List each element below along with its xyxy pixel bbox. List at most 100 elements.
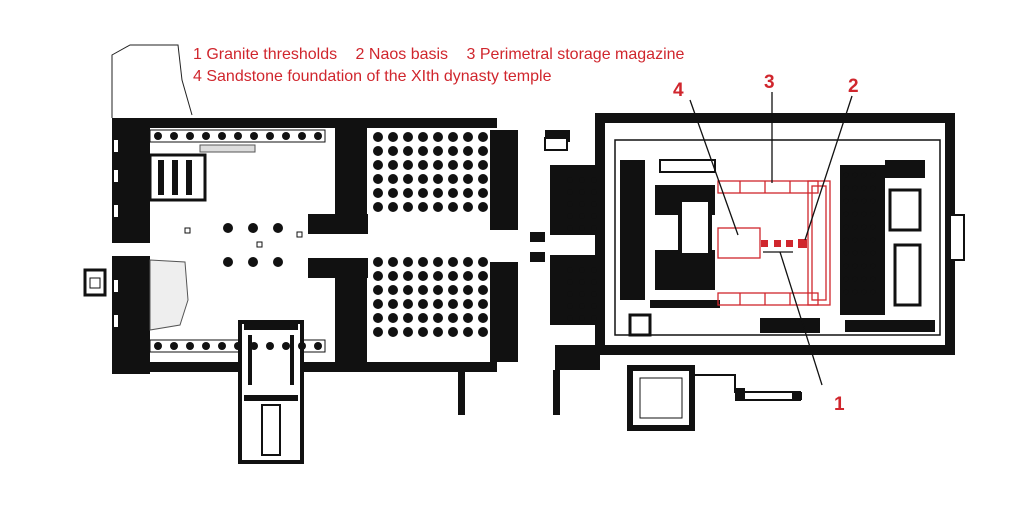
court-column bbox=[218, 132, 226, 140]
forecourt-pillar bbox=[567, 177, 573, 183]
hall-column bbox=[478, 160, 488, 170]
sanctuary-pillar bbox=[870, 185, 876, 191]
court-column bbox=[234, 342, 242, 350]
sanctuary-pillar bbox=[843, 263, 849, 269]
hall-column bbox=[448, 299, 458, 309]
sanctuary-pillar bbox=[861, 224, 867, 230]
hall-column bbox=[448, 257, 458, 267]
forecourt-pillar bbox=[591, 291, 597, 297]
hall-column bbox=[448, 327, 458, 337]
hall-column bbox=[478, 132, 488, 142]
hall-column bbox=[388, 285, 398, 295]
hall-column bbox=[433, 285, 443, 295]
callout-3: 3 bbox=[764, 72, 775, 93]
hall-column bbox=[433, 271, 443, 281]
hall-column bbox=[433, 257, 443, 267]
hall-column bbox=[388, 327, 398, 337]
hall-column bbox=[373, 313, 383, 323]
forecourt-pillar bbox=[579, 315, 585, 321]
sanctuary-pillar bbox=[870, 224, 876, 230]
hall-column bbox=[433, 160, 443, 170]
first-court bbox=[112, 118, 368, 374]
hall-column bbox=[373, 285, 383, 295]
legend-item-2: 2 Naos basis bbox=[355, 46, 449, 63]
sanctuary-pillar bbox=[843, 224, 849, 230]
sanctuary-pillar bbox=[870, 250, 876, 256]
forecourt-pillar bbox=[567, 225, 573, 231]
sanctuary-pillar bbox=[861, 289, 867, 295]
naos-basis bbox=[798, 239, 807, 248]
forecourt-pillar bbox=[591, 189, 597, 195]
hall-column bbox=[418, 174, 428, 184]
forecourt-pillar bbox=[591, 267, 597, 273]
sanctuary-pillar bbox=[843, 172, 849, 178]
hall-column bbox=[463, 313, 473, 323]
central-pylons bbox=[458, 130, 600, 415]
hall-column bbox=[433, 146, 443, 156]
sanctuary-pillar bbox=[852, 211, 858, 217]
hall-column bbox=[388, 132, 398, 142]
hall-column bbox=[388, 299, 398, 309]
court-column bbox=[202, 132, 210, 140]
xith-dynasty-foundation bbox=[717, 227, 761, 259]
sanctuary-pillar bbox=[843, 198, 849, 204]
forecourt-pillar bbox=[567, 267, 573, 273]
forecourt-pillar bbox=[591, 177, 597, 183]
hall-column bbox=[433, 132, 443, 142]
hall-column bbox=[463, 299, 473, 309]
hall-column bbox=[418, 146, 428, 156]
hall-column bbox=[478, 327, 488, 337]
court-pillars bbox=[184, 223, 303, 267]
forecourt-pillar bbox=[579, 303, 585, 309]
sanctuary-pillar bbox=[861, 185, 867, 191]
hall-column bbox=[478, 174, 488, 184]
forecourt-pillar bbox=[579, 177, 585, 183]
hall-column bbox=[373, 327, 383, 337]
forecourt-pillar bbox=[567, 201, 573, 207]
hall-column bbox=[388, 313, 398, 323]
court-column bbox=[170, 132, 178, 140]
hall-column bbox=[478, 313, 488, 323]
hall-column bbox=[478, 188, 488, 198]
hall-column bbox=[448, 174, 458, 184]
sanctuary-pillar bbox=[861, 250, 867, 256]
sanctuary-pillar bbox=[861, 172, 867, 178]
hall-column bbox=[373, 132, 383, 142]
hall-column bbox=[388, 160, 398, 170]
hall-column bbox=[478, 271, 488, 281]
court-column bbox=[314, 342, 322, 350]
court-column bbox=[266, 342, 274, 350]
ruin-outline bbox=[111, 44, 193, 118]
hall-column bbox=[433, 174, 443, 184]
legend-item-1: 1 Granite thresholds bbox=[193, 46, 338, 63]
callout-2: 2 bbox=[848, 76, 859, 97]
hall-column bbox=[448, 188, 458, 198]
sanctuary-pillar-grid bbox=[567, 172, 876, 321]
hall-column bbox=[403, 313, 413, 323]
hall-column bbox=[403, 327, 413, 337]
sanctuary-rooms bbox=[620, 159, 965, 337]
hall-column bbox=[418, 327, 428, 337]
court-column bbox=[202, 342, 210, 350]
forecourt-pillar bbox=[567, 315, 573, 321]
hall-column-grid bbox=[154, 132, 488, 350]
sanctuary-pillar bbox=[861, 237, 867, 243]
gate-block bbox=[544, 137, 568, 151]
hall-column bbox=[403, 202, 413, 212]
forecourt-pillar bbox=[591, 213, 597, 219]
hall-column bbox=[373, 160, 383, 170]
callout-4: 4 bbox=[673, 80, 684, 101]
court-column bbox=[154, 342, 162, 350]
ramp-outline bbox=[149, 259, 189, 331]
hall-column bbox=[478, 202, 488, 212]
hall-column bbox=[478, 146, 488, 156]
sanctuary-pillar bbox=[861, 211, 867, 217]
sanctuary-pillar bbox=[852, 198, 858, 204]
storage-magazine-outline bbox=[717, 180, 831, 306]
court-column bbox=[298, 342, 306, 350]
sanctuary-pillar bbox=[870, 276, 876, 282]
hall-column bbox=[418, 257, 428, 267]
hall-column bbox=[463, 257, 473, 267]
hall-column bbox=[418, 299, 428, 309]
hall-column bbox=[418, 160, 428, 170]
